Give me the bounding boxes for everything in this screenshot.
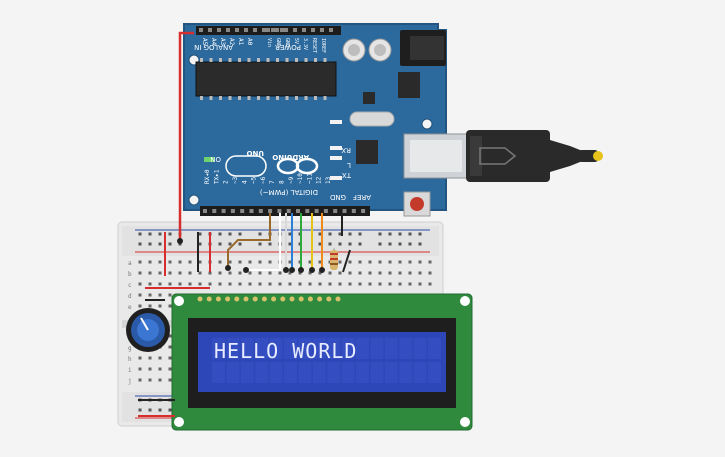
digital-pin-label: ~5 — [251, 176, 258, 184]
analog-pin-label: A0 — [246, 38, 253, 46]
rx-label: RX — [341, 146, 351, 154]
digital-pin-label: 8 — [279, 180, 286, 184]
row-letter: e — [128, 304, 132, 311]
digital-pin-label: 2 — [223, 180, 230, 184]
lcd-display-text: HELLO WORLD — [214, 339, 357, 363]
digital-pin-label: ~9 — [288, 176, 295, 184]
row-letter: g — [128, 345, 132, 352]
digital-header-label: DIGITAL (PWM~) — [260, 188, 318, 196]
row-letter: d — [128, 293, 132, 300]
row-letter: i — [128, 367, 132, 374]
digital-pin-label: 4 — [241, 180, 248, 184]
row-letter: h — [128, 356, 132, 363]
power-pin-label: IOREF — [320, 38, 326, 53]
power-pin-label: GND — [275, 38, 281, 47]
digital-pin-label: TX▸1 — [213, 169, 220, 184]
digital-pin-label: 13 — [325, 176, 332, 184]
row-letter: j — [128, 378, 132, 385]
power-pin-label: 5V — [293, 38, 299, 44]
row-letter: c — [128, 282, 132, 289]
row-letter: a — [128, 260, 132, 267]
lcd-module[interactable]: HELLO WORLD — [171, 293, 473, 431]
digital-pin-label: 7 — [269, 180, 276, 184]
arduino-brand-label: ARDUINO — [272, 153, 309, 161]
tx-label: TX — [342, 171, 352, 179]
digital-pin-label: ~10 — [297, 173, 304, 184]
analog-pin-label: A2 — [228, 38, 235, 46]
l-led-label: L — [347, 161, 351, 169]
digital-pin-label: 12 — [316, 176, 323, 184]
digital-pin-label: RX◂0 — [204, 169, 211, 184]
power-pin-label: GND — [284, 38, 290, 47]
digital-pin-label: ~11 — [306, 173, 313, 184]
arduino-logo — [225, 155, 319, 177]
analog-header-label: ANALOG IN — [194, 43, 233, 51]
usb-cable[interactable] — [466, 130, 603, 182]
power-pin-label: Vin — [266, 38, 272, 47]
analog-pin-label: A1 — [237, 38, 244, 46]
arduino-uno-board[interactable]: ARDUINO UNO DIGITAL (PWM~) TX RX L ON AR… — [183, 23, 469, 217]
analog-pin-label: A4 — [210, 38, 217, 46]
wire-white — [246, 213, 281, 271]
resistor[interactable] — [330, 248, 338, 270]
wire-brown — [227, 213, 271, 268]
power-pin-label: 3.3V — [302, 38, 308, 50]
digital-pin-label: ~3 — [232, 176, 239, 184]
power-pin-label: RESET — [311, 38, 317, 53]
power-header-label: POWER — [275, 43, 301, 51]
row-letter: b — [128, 271, 132, 278]
aref-label: AREF — [353, 193, 371, 201]
analog-pin-label: A3 — [219, 38, 226, 46]
header-pins — [199, 28, 366, 213]
potentiometer[interactable] — [126, 308, 170, 352]
wire-red-5v — [178, 31, 194, 240]
gnd-label: GND — [330, 193, 346, 201]
analog-pin-label: A5 — [201, 38, 208, 46]
digital-pin-label: ~6 — [260, 176, 267, 184]
arduino-model-label: UNO — [246, 149, 264, 157]
on-led-label: ON — [210, 155, 221, 163]
wires[interactable] — [138, 31, 351, 417]
lcd-character-grid — [212, 338, 441, 383]
